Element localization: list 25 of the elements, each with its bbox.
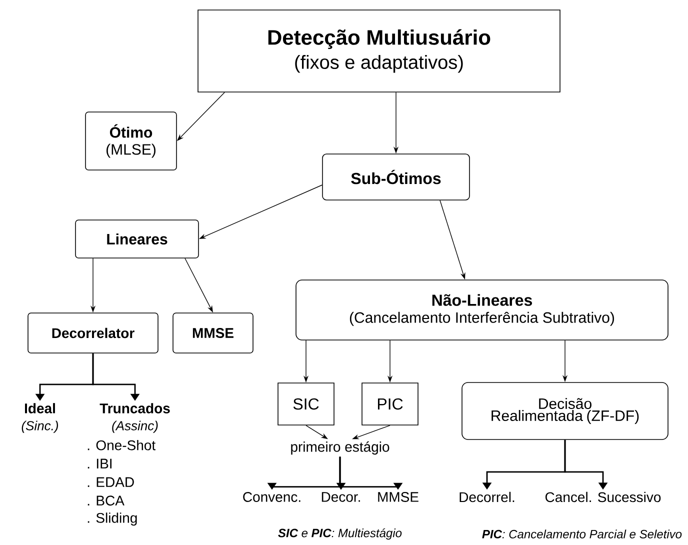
method-box: PIC [362,382,418,426]
category-box: Não-Lineares (Cancelamento Interferência Subtrativo) [296,280,668,340]
method-label: Ideal (Sinc.) [22,403,58,433]
category-box: Ótimo (MLSE) [85,112,177,170]
list-item: . BCA [88,496,124,506]
title-box: Detecção Multiusuário (fixos e adaptativos) [198,10,560,92]
method-label: Decor. [322,492,360,502]
method-label: Cancel. Sucessivo [545,492,661,502]
note-text: SIC e PIC: Multiestágio [278,528,402,540]
method-box: Decisão Realimentada (ZF-DF) [462,382,668,440]
method-label: MMSE [378,492,418,502]
method-box: Decorrelator [28,312,158,354]
list-item: . EDAD [88,477,134,487]
category-box: Lineares [75,220,199,258]
method-label: Convenc. [243,492,300,502]
method-box: SIC [278,382,334,426]
method-box: MMSE [172,312,254,354]
list-item: . Sliding [88,512,137,526]
category-box: Sub-Ótimos [322,154,470,200]
stage-label: primeiro estágio [291,441,390,455]
list-item: . IBI [88,458,112,468]
note-text: PIC: Cancelamento Parcial e Seletivo [482,530,682,538]
method-label: Decorrel. [460,492,514,502]
list-item: . One-Shot [88,440,156,450]
method-label: Truncados (Assinc) [100,403,170,433]
